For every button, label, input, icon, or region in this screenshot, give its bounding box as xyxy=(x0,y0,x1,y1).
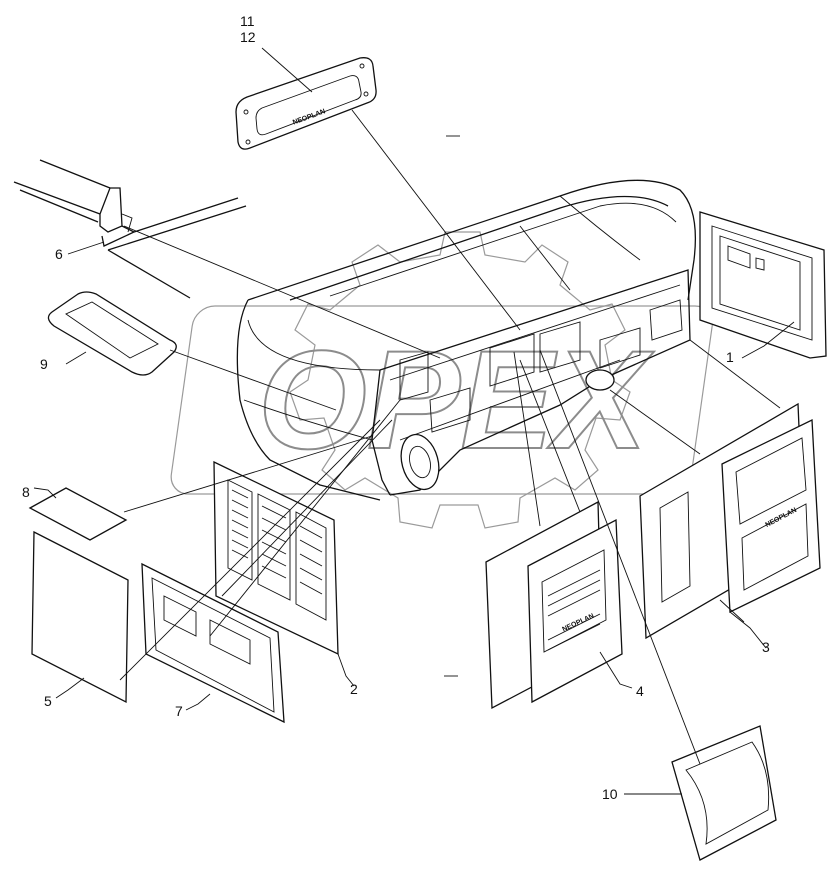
callout-5: 5 xyxy=(44,693,52,709)
part-top-plate: NEOPLAN xyxy=(235,57,377,150)
part-hatch-frame xyxy=(47,291,177,376)
callout-7: 7 xyxy=(175,703,183,719)
callout-10: 10 xyxy=(602,786,618,802)
callout-8: 8 xyxy=(22,484,30,500)
part-pad xyxy=(28,487,128,541)
callout-leaders xyxy=(33,47,795,795)
part-rear-panel xyxy=(699,211,827,359)
part-door-assembly: NEOPLAN xyxy=(639,402,821,640)
callout-labels: 11 12 6 9 1 8 5 7 2 4 3 10 xyxy=(22,13,770,802)
part-roof-rail xyxy=(13,159,247,299)
part-framed-panel xyxy=(141,562,285,724)
part-sheet xyxy=(31,530,129,704)
leader-lines xyxy=(119,109,781,765)
watermark-text: OPEX xyxy=(258,321,655,478)
callout-3: 3 xyxy=(762,639,770,655)
callout-6: 6 xyxy=(55,246,63,262)
callout-1: 1 xyxy=(726,349,734,365)
part-hatch-assembly: NEOPLAN xyxy=(485,500,623,710)
callout-11: 11 xyxy=(240,13,255,29)
bus-body xyxy=(236,179,697,501)
watermark-logo: OPEX xyxy=(170,231,713,529)
stray-marks xyxy=(444,135,460,677)
callout-2: 2 xyxy=(350,681,358,697)
part-duct xyxy=(671,725,777,861)
watermark-frame xyxy=(170,305,713,495)
callout-12: 12 xyxy=(240,29,256,45)
callout-4: 4 xyxy=(636,683,644,699)
watermark-gear-icon xyxy=(289,231,631,529)
callout-9: 9 xyxy=(40,356,48,372)
